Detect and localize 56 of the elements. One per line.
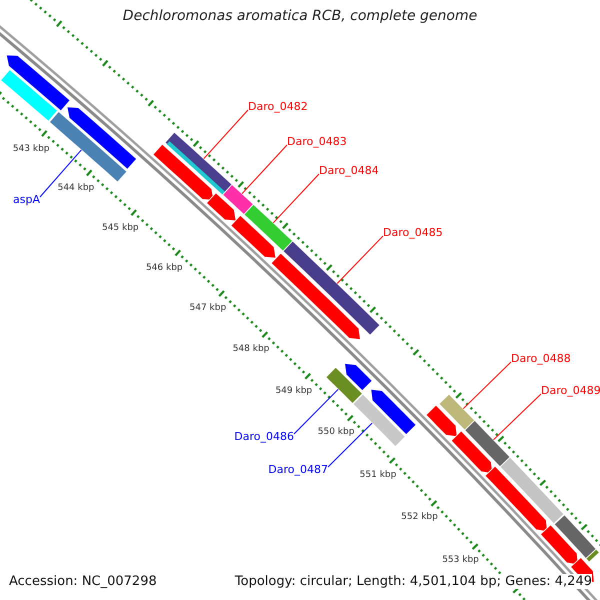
scale-label: 549 kbp (275, 386, 312, 396)
gene-label: Daro_0489 (541, 384, 600, 397)
scale-label: 546 kbp (146, 262, 183, 273)
leader-line (272, 174, 320, 224)
scale-label: 548 kbp (232, 344, 270, 354)
scale-label: 544 kbp (58, 182, 94, 193)
gene-block (0, 69, 58, 122)
gene-block (6, 54, 71, 112)
gene-block (66, 106, 138, 170)
gene-block (585, 548, 600, 563)
gene-block (554, 514, 597, 560)
gene-label: Daro_0483 (287, 135, 347, 148)
gene-block (270, 252, 361, 340)
footer-text: Accession: NC_007298 (9, 574, 157, 589)
gene-block (352, 394, 406, 448)
footer-text: Topology: circular; Length: 4,501,104 bp; Genes: 4,249 (234, 574, 592, 589)
gene-block (464, 420, 511, 468)
gene-block (48, 110, 128, 183)
gene-label: Daro_0488 (511, 352, 571, 365)
scale-label: 545 kbp (102, 222, 139, 232)
gene-block (438, 394, 476, 431)
gene-block (230, 214, 276, 259)
gene-label: Daro_0486 (234, 430, 294, 443)
gene-block (484, 466, 548, 532)
leader-line (203, 110, 248, 160)
gene-block (450, 430, 493, 474)
leader-line (492, 394, 542, 440)
gene-label: Daro_0485 (383, 226, 443, 239)
gene-label: Daro_0487 (268, 463, 328, 476)
leader-line (294, 388, 339, 434)
title: Dechloromonas aromatica RCB, complete genome (122, 8, 478, 24)
gene-block (425, 404, 458, 438)
gene-block (344, 362, 373, 392)
leader-line (328, 422, 373, 468)
gene-block (282, 240, 380, 336)
gene-label: aspA (13, 193, 40, 206)
gene-block (206, 192, 237, 222)
gene-block (222, 184, 254, 216)
leader-line (336, 236, 384, 284)
leader-line (40, 149, 82, 198)
leader-line (462, 362, 512, 410)
scale-label: 551 kbp (360, 470, 396, 480)
gene-block (370, 388, 417, 436)
scale-label: 550 kbp (318, 427, 354, 438)
leader-line (242, 144, 288, 194)
gene-block (499, 456, 565, 524)
gene-label: Daro_0482 (248, 100, 308, 113)
gene-block (152, 144, 214, 201)
gene-label: Daro_0484 (319, 164, 379, 177)
gene-block (243, 204, 294, 252)
scale-label: 553 kbp (442, 555, 479, 566)
gene-block (325, 366, 363, 404)
scale-label: 547 kbp (190, 303, 226, 314)
scale-label: 552 kbp (401, 512, 438, 522)
scale-label: 543 kbp (12, 144, 50, 154)
gene-block (540, 524, 579, 566)
